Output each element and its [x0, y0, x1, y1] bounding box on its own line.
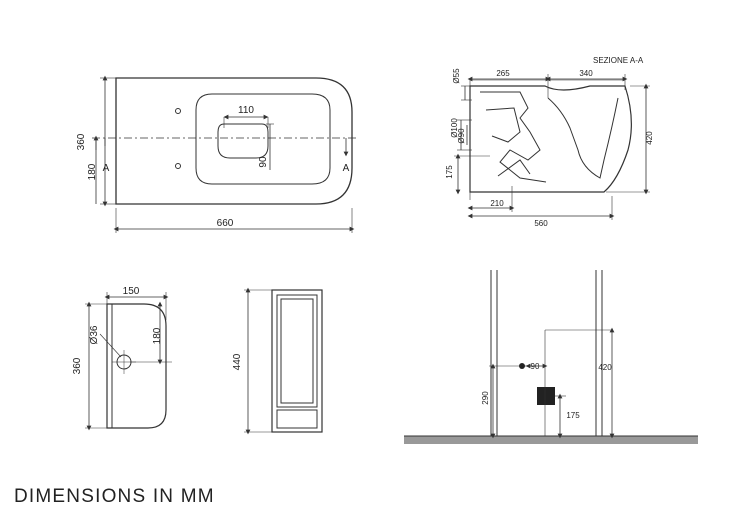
rear-view-height-dim: 360	[72, 357, 83, 374]
install-fix-height-dim: 290	[481, 391, 490, 405]
rear-view	[85, 292, 172, 431]
section-dim-265: 265	[496, 69, 510, 78]
section-dim-inner-dia: Ø90	[457, 128, 466, 144]
section-mark-left: A	[103, 163, 110, 174]
top-view-outline	[115, 77, 353, 205]
rear-view-width-dim: 150	[123, 286, 140, 297]
side-view	[244, 287, 323, 435]
install-height-dim: 420	[598, 363, 612, 372]
rear-view-half-height-dim: 180	[152, 327, 163, 344]
top-view-bowl	[195, 93, 331, 185]
section-dim-base-depth: 210	[490, 199, 504, 208]
section-dim-outlet-height: 175	[445, 165, 454, 179]
top-view	[92, 75, 358, 233]
top-view-seat-width-dim: 110	[238, 105, 254, 116]
install-outlet-height-dim: 175	[566, 411, 580, 420]
section-dim-height: 420	[645, 131, 654, 145]
section-dim-outlet-dia: Ø100	[450, 118, 459, 138]
top-view-seat-opening	[217, 123, 269, 159]
section-inner-bowl	[547, 97, 619, 179]
section-outline	[469, 85, 632, 193]
drain-outlet	[537, 387, 555, 405]
section-dim-340: 340	[579, 69, 593, 78]
floor	[404, 436, 698, 444]
top-view-seat-depth-dim: 90	[258, 156, 269, 168]
rear-view-outline	[106, 303, 167, 429]
section-dim-inlet-dia: Ø55	[452, 68, 461, 84]
fixing-point	[519, 363, 525, 369]
installation-view	[404, 270, 698, 444]
top-view-width-dim: 360	[76, 133, 87, 150]
top-view-half-width-dim: 180	[87, 163, 98, 180]
section-mark-right: A	[343, 163, 350, 174]
rear-view-hole-dim: Ø36	[89, 325, 100, 344]
side-view-outline	[271, 289, 323, 433]
section-view	[454, 74, 650, 220]
side-view-height-dim: 440	[232, 353, 243, 370]
section-title: SEZIONE A-A	[593, 56, 644, 65]
page-caption: DIMENSIONS IN MM	[14, 486, 215, 507]
section-trap	[480, 91, 547, 183]
top-view-length-dim: 660	[217, 218, 234, 229]
install-fix-offset-dim: 90	[531, 362, 540, 371]
section-dim-total-depth: 560	[534, 219, 548, 228]
